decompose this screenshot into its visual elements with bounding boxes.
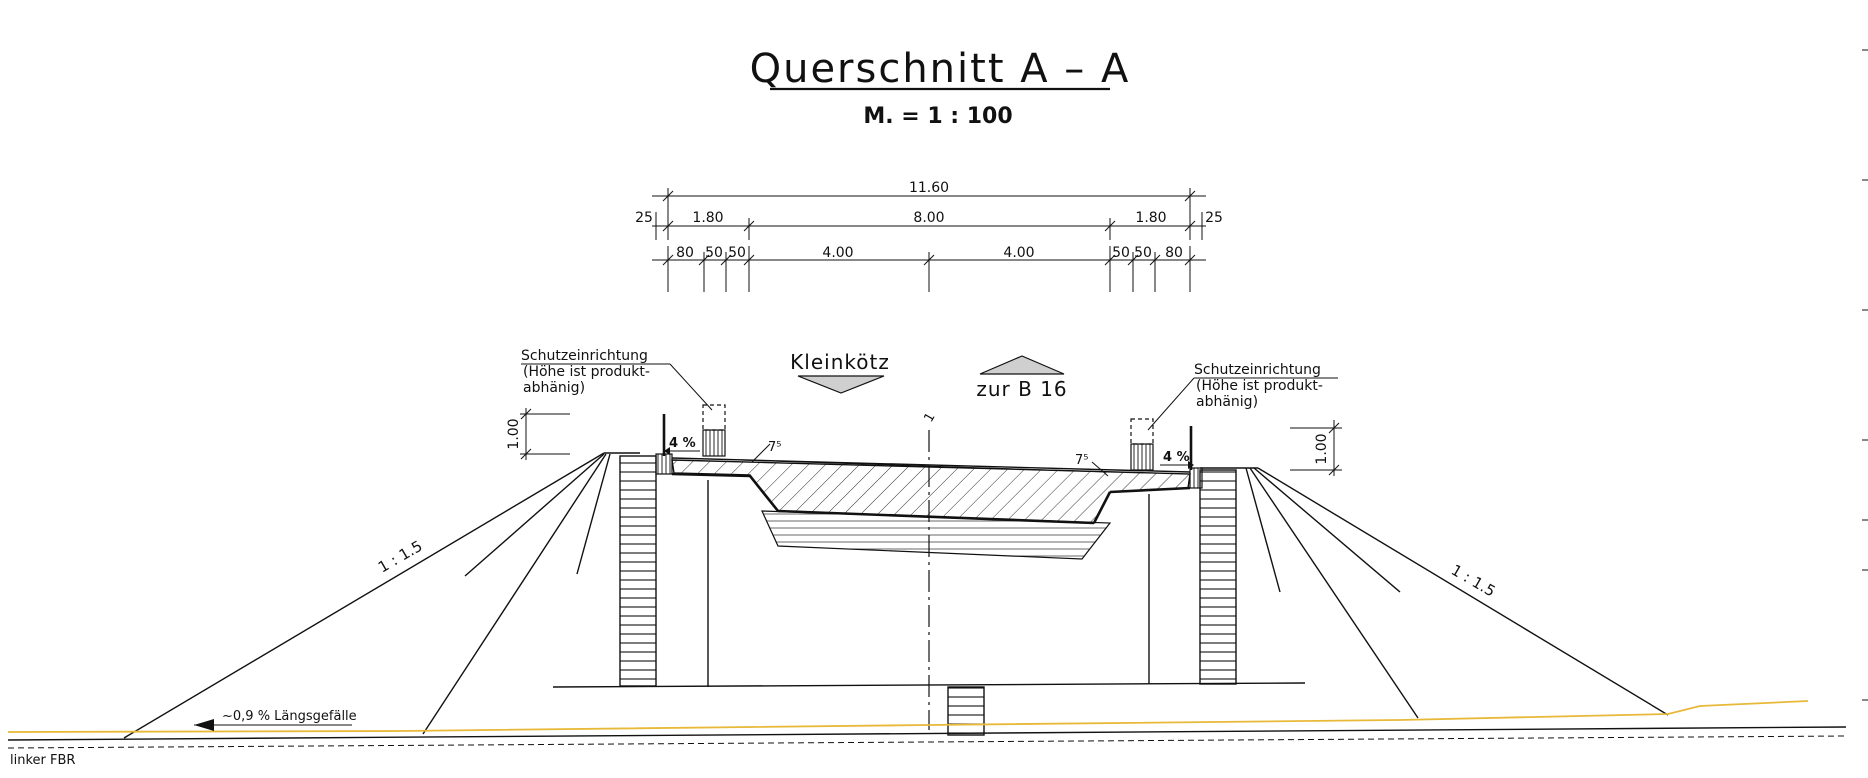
dim-row2-3: 1.80 [1135, 210, 1166, 226]
footer-label: linker FBR [10, 753, 75, 768]
crossfall-left-label: 4 % [669, 436, 696, 451]
height-right-label: 1.00 [1314, 433, 1330, 464]
title-block: Querschnitt A – A M. = 1 : 100 [750, 46, 1131, 129]
direction-right-label: zur B 16 [976, 377, 1067, 401]
barrier-note-right: Schutzeinrichtung (Höhe ist produkt- abh… [1147, 362, 1338, 431]
dim-row2-1: 1.80 [692, 210, 723, 226]
barrier-note-left: Schutzeinrichtung (Höhe ist produkt- abh… [521, 348, 713, 411]
margin-ticks [1862, 49, 1868, 701]
gradient-label: ~0,9 % Längsgefälle [222, 709, 357, 724]
dim-row3-5: 50 [1112, 245, 1130, 261]
dim-row3-1: 50 [705, 245, 723, 261]
dimension-chain-total: 11.60 [652, 180, 1206, 214]
height-dim-right: 1.00 [1290, 420, 1342, 476]
dim-row3-0: 80 [676, 245, 694, 261]
slope-right-label: 1 : 1.5 [1448, 561, 1499, 601]
drawing-title: Querschnitt A – A [750, 46, 1131, 92]
barrier-left-line2: (Höhe ist produkt- [523, 364, 650, 380]
abutment-left [619, 455, 709, 687]
barrier-right-line2: (Höhe ist produkt- [1196, 378, 1323, 394]
direction-left: Kleinkötz [790, 350, 890, 394]
dim-total: 11.60 [909, 180, 949, 196]
bridge-deck [655, 453, 1203, 560]
dim-row3-2: 50 [728, 245, 746, 261]
gradient-note: ~0,9 % Längsgefälle [194, 709, 357, 731]
axis-mark: 1 [921, 410, 938, 425]
gradient-arrow [194, 719, 214, 731]
direction-right: zur B 16 [976, 355, 1067, 401]
drawing-scale: M. = 1 : 100 [863, 104, 1012, 129]
crossfall-left: 4 % [664, 436, 700, 455]
dim-row2-2: 8.00 [913, 210, 944, 226]
barrier-right [1130, 418, 1193, 471]
barrier-left-line3: abhänig) [523, 380, 585, 396]
thickness-right-label: 7⁵ [1075, 453, 1088, 468]
center-axis: 1 [921, 410, 939, 730]
height-left-label: 1.00 [506, 418, 522, 449]
embankment-right: 1 : 1.5 [1200, 467, 1669, 719]
center-pier [947, 686, 985, 736]
dim-row3-4: 4.00 [1003, 245, 1034, 261]
dim-row3-3: 4.00 [822, 245, 853, 261]
dim-row2-0: 25 [635, 210, 653, 226]
dimension-chain-row3: 80 50 50 4.00 4.00 50 50 80 [652, 245, 1206, 292]
dimension-chain-row2: 25 1.80 8.00 1.80 25 [635, 210, 1223, 240]
crossfall-right-label: 4 % [1163, 450, 1190, 465]
ground-lines [7, 700, 1847, 749]
dim-row2-4: 25 [1205, 210, 1223, 226]
crossfall-right: 4 % [1160, 450, 1194, 469]
direction-left-label: Kleinkötz [790, 350, 890, 374]
barrier-left [662, 404, 726, 457]
direction-left-arrow [797, 375, 885, 394]
thickness-right: 7⁵ [1075, 453, 1109, 477]
thickness-left-label: 7⁵ [768, 440, 781, 455]
dim-row3-6: 50 [1134, 245, 1152, 261]
thickness-left: 7⁵ [751, 440, 781, 463]
height-dim-left: 1.00 [506, 408, 570, 460]
dim-row3-7: 80 [1165, 245, 1183, 261]
direction-right-arrow [979, 355, 1065, 375]
abutment-right [1148, 469, 1237, 685]
barrier-left-line1: Schutzeinrichtung [521, 348, 648, 364]
slope-left-label: 1 : 1.5 [375, 537, 426, 577]
barrier-right-line3: abhänig) [1196, 394, 1258, 410]
embankment-left: 1 : 1.5 [123, 452, 640, 739]
barrier-right-line1: Schutzeinrichtung [1194, 362, 1321, 378]
